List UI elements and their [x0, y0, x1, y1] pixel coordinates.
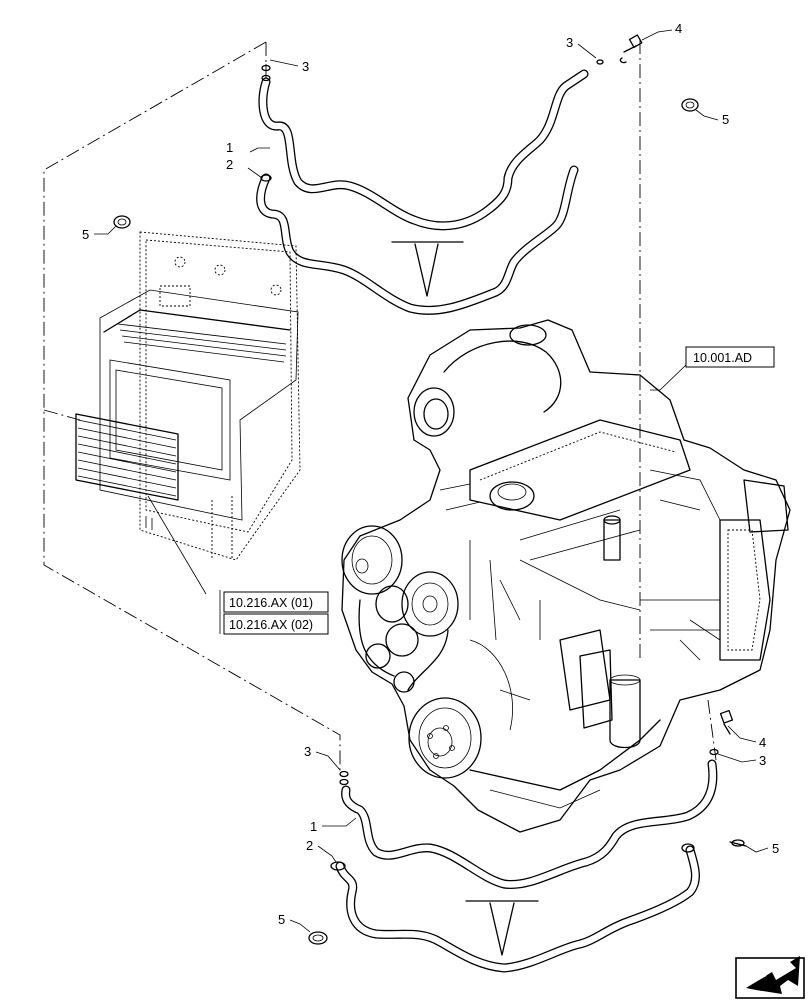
upper-hose-2	[256, 165, 579, 315]
grommet-bottom-right	[729, 839, 747, 847]
grommet-left	[113, 215, 131, 229]
callout-5-bottom-right: 5	[772, 841, 779, 856]
engine-assembly	[341, 319, 791, 833]
callout-4-top: 4	[675, 21, 682, 36]
callout-2-bottom: 2	[306, 838, 313, 853]
leader-lines	[94, 29, 769, 933]
lower-hose-2	[330, 843, 700, 973]
callout-3-bottom-left: 3	[304, 744, 311, 759]
cooler-fins	[75, 413, 179, 501]
reference-engine-label: 10.001.AD	[693, 351, 752, 365]
callouts: 3 1 2 3 4 5 5 3 4 3 1 2 5 5	[82, 21, 779, 927]
grommet-top-right	[681, 98, 699, 112]
ecu-pins	[117, 323, 287, 363]
callout-1-top: 1	[226, 140, 233, 155]
assembly-lines	[43, 40, 717, 775]
fitting-bottom	[719, 709, 734, 735]
clamp-bottom-left	[339, 770, 349, 786]
callout-4-bottom: 4	[759, 735, 766, 750]
grommet-bottom-left	[308, 931, 328, 945]
callout-2-top: 2	[226, 157, 233, 172]
callout-3-top-left: 3	[302, 59, 309, 74]
reference-cooler-1-label: 10.216.AX (01)	[229, 596, 313, 610]
upper-hose-1	[258, 69, 589, 231]
callout-5-top-right: 5	[722, 112, 729, 127]
view-arrow-top	[391, 241, 464, 297]
back-arrow-icon[interactable]	[735, 956, 805, 999]
reference-cooler-2-label: 10.216.AX (02)	[229, 618, 313, 632]
fitting-top	[619, 34, 643, 64]
reference-engine[interactable]: 10.001.AD	[685, 346, 775, 368]
clamp-bottom-right	[709, 748, 719, 756]
reference-cooler[interactable]: 10.216.AX (01) 10.216.AX (02)	[219, 590, 329, 635]
view-arrow-bottom	[465, 900, 539, 956]
callout-5-bottom-left: 5	[278, 912, 285, 927]
clamp-top-left	[261, 64, 271, 82]
lower-hose-1	[341, 759, 718, 890]
clamp-top-right	[596, 59, 604, 65]
callout-5-left: 5	[82, 227, 89, 242]
cooler-assembly	[75, 231, 301, 561]
callout-3-top-right: 3	[566, 35, 573, 50]
callout-3-bottom-right: 3	[759, 753, 766, 768]
callout-1-bottom: 1	[310, 819, 317, 834]
